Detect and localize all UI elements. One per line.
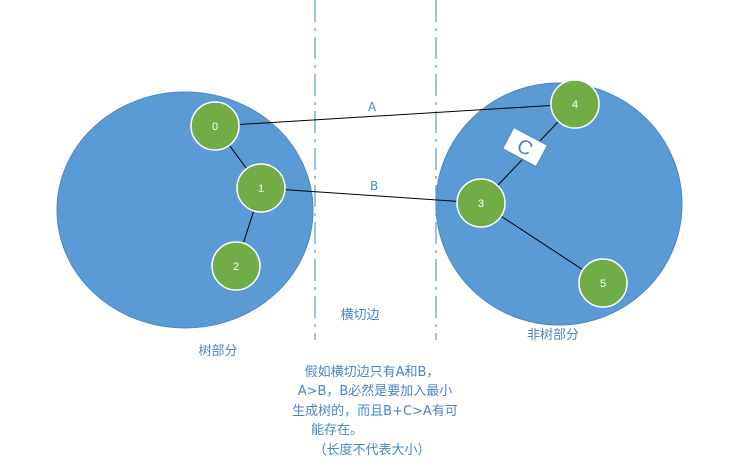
edge-a-label: A [368, 100, 377, 114]
node-5: 5 [578, 258, 628, 308]
node-1-label: 1 [258, 183, 264, 195]
node-2-label: 2 [233, 261, 239, 273]
node-0: 0 [190, 101, 240, 151]
cut-edge-label: 横切边 [340, 308, 379, 323]
node-4-label: 4 [572, 99, 578, 111]
note-line-1: 假如横切边只有A和B， [305, 364, 440, 380]
note-line-2: A>B，B必然是要加入最小 [298, 383, 453, 399]
note-line-3: 生成树的，而且B+C>A有可 [292, 403, 458, 419]
edge-a [214, 103, 576, 127]
node-5-label: 5 [600, 278, 606, 290]
edge-b [260, 187, 482, 204]
node-0-label: 0 [212, 121, 218, 133]
non-tree-region-label: 非树部分 [527, 328, 579, 343]
node-3: 3 [456, 178, 506, 228]
explanation-note: 假如横切边只有A和B， A>B，B必然是要加入最小 生成树的，而且B+C>A有可… [292, 364, 458, 458]
edge-b-label: B [370, 179, 378, 193]
note-line-5: （长度不代表大小） [313, 442, 430, 458]
node-4: 4 [550, 79, 600, 129]
note-line-4: 能存在。 [311, 423, 363, 438]
node-1: 1 [236, 163, 286, 213]
edge-c-label-box: C [501, 126, 549, 168]
tree-region-label: 树部分 [198, 344, 237, 359]
node-2: 2 [211, 241, 261, 291]
tree-region [56, 91, 314, 329]
node-3-label: 3 [478, 198, 484, 210]
